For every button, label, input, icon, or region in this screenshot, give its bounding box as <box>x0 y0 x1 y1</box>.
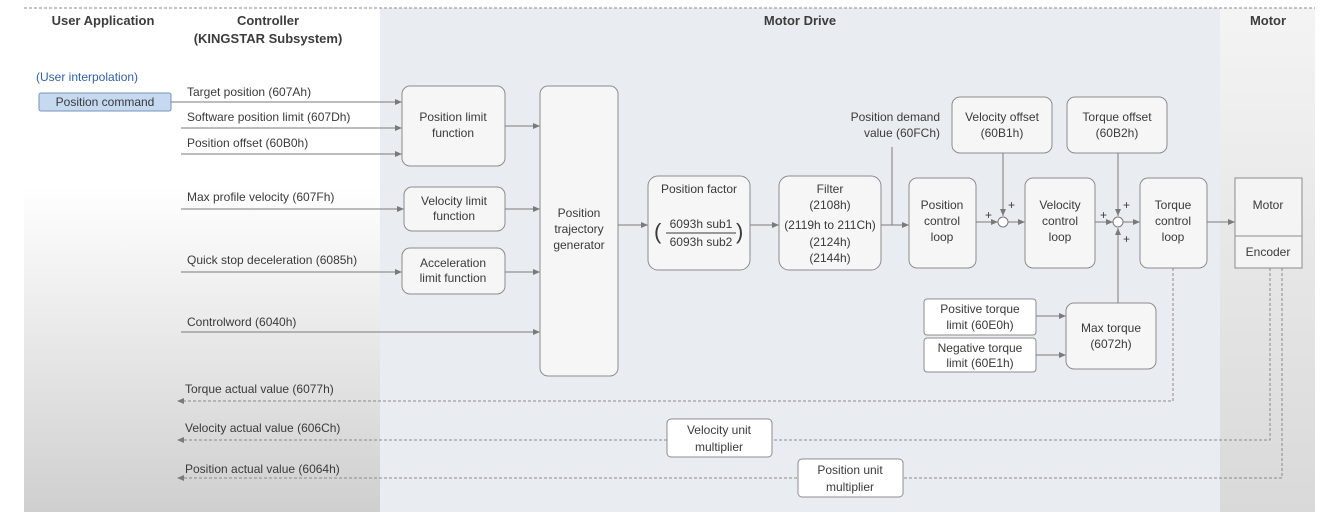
torque-sum-plus-left: + <box>1100 208 1107 222</box>
user-controller-background <box>24 8 380 512</box>
position-control-line1: Position <box>921 198 964 212</box>
filter-line5: (2144h) <box>809 251 850 265</box>
max-torque-line1: Max torque <box>1081 321 1141 335</box>
user-interpolation-note: (User interpolation) <box>36 70 138 84</box>
position-control-line3: loop <box>931 230 954 244</box>
filter-line1: Filter <box>817 182 844 196</box>
velocity-sum-plus-left: + <box>985 208 992 222</box>
max-torque-block <box>1065 302 1157 370</box>
position-actual-label: Position actual value (6064h) <box>185 462 340 476</box>
position-unit-line2: multiplier <box>826 480 874 494</box>
velocity-unit-line1: Velocity unit <box>687 423 752 437</box>
velocity-summing-junction <box>997 216 1009 228</box>
position-factor-close-paren: ) <box>736 219 743 244</box>
velocity-offset-line1: Velocity offset <box>965 110 1039 124</box>
position-control-line2: control <box>924 214 960 228</box>
positive-torque-limit-line2: limit (60E0h) <box>946 318 1013 332</box>
position-demand-line2: value (60FCh) <box>864 126 940 140</box>
filter-line4: (2124h) <box>809 235 850 249</box>
torque-sum-plus-bottom: + <box>1123 232 1130 246</box>
positive-torque-limit-line1: Positive torque <box>940 302 1020 316</box>
position-limit-line2: function <box>432 126 474 140</box>
velocity-limit-line1: Velocity limit <box>421 194 488 208</box>
max-torque-line2: (6072h) <box>1090 337 1131 351</box>
quick-stop-deceleration-label: Quick stop deceleration (6085h) <box>187 253 357 267</box>
section-controller-subtitle: (KINGSTAR Subsystem) <box>194 31 343 46</box>
velocity-control-block <box>1024 177 1096 269</box>
velocity-control-line1: Velocity <box>1039 198 1080 212</box>
position-factor-title: Position factor <box>661 182 737 196</box>
torque-summing-junction <box>1112 216 1124 228</box>
velocity-offset-line2: (60B1h) <box>981 126 1024 140</box>
velocity-control-line3: loop <box>1049 230 1072 244</box>
torque-control-line1: Torque <box>1155 198 1192 212</box>
negative-torque-limit-line1: Negative torque <box>938 341 1023 355</box>
target-position-label: Target position (607Ah) <box>187 85 311 99</box>
section-motor-drive: Motor Drive <box>764 13 836 28</box>
position-factor-block <box>647 175 751 271</box>
torque-feedback-line <box>177 268 1174 404</box>
trajectory-line1: Position <box>558 206 601 220</box>
velocity-unit-multiplier-block <box>666 418 773 458</box>
position-unit-multiplier-block <box>797 458 904 498</box>
position-limit-line1: Position limit <box>419 110 487 124</box>
section-user-application: User Application <box>52 13 155 28</box>
torque-actual-label: Torque actual value (6077h) <box>185 382 334 396</box>
position-command-label: Position command <box>56 95 155 109</box>
controlword-label: Controlword (6040h) <box>187 315 296 329</box>
position-offset-label: Position offset (60B0h) <box>187 136 308 150</box>
velocity-unit-line2: multiplier <box>695 440 743 454</box>
positive-torque-limit-block <box>923 298 1037 336</box>
encoder-label: Encoder <box>1246 245 1291 259</box>
position-demand-line1: Position demand <box>851 110 940 124</box>
section-motor: Motor <box>1250 13 1286 28</box>
torque-offset-line2: (60B2h) <box>1096 126 1139 140</box>
torque-offset-block <box>1066 96 1168 154</box>
filter-block <box>778 175 882 271</box>
position-factor-open-paren: ( <box>654 219 662 244</box>
section-controller: Controller <box>237 13 299 28</box>
negative-torque-limit-line2: limit (60E1h) <box>946 356 1013 370</box>
torque-control-line3: loop <box>1162 230 1185 244</box>
torque-sum-plus-top: + <box>1123 198 1130 212</box>
position-unit-line1: Position unit <box>817 463 883 477</box>
velocity-actual-label: Velocity actual value (606Ch) <box>185 421 340 435</box>
torque-control-line2: control <box>1155 214 1191 228</box>
trajectory-generator-block <box>539 85 619 377</box>
software-position-limit-label: Software position limit (607Dh) <box>187 110 350 124</box>
position-factor-denominator: 6093h sub2 <box>670 235 733 249</box>
filter-line3: (2119h to 211Ch) <box>784 218 876 232</box>
acceleration-limit-line1: Acceleration <box>420 256 486 270</box>
trajectory-line3: generator <box>553 238 604 252</box>
trajectory-line2: trajectory <box>554 222 603 236</box>
velocity-sum-plus-top: + <box>1008 198 1015 212</box>
position-control-block <box>908 177 977 269</box>
torque-offset-line1: Torque offset <box>1082 110 1152 124</box>
acceleration-limit-block <box>401 247 506 295</box>
max-profile-velocity-label: Max profile velocity (607Fh) <box>187 190 334 204</box>
acceleration-limit-line2: limit function <box>420 271 487 285</box>
velocity-control-line2: control <box>1042 214 1078 228</box>
velocity-offset-block <box>951 96 1053 154</box>
filter-line2: (2108h) <box>809 198 850 212</box>
velocity-limit-line2: function <box>433 209 475 223</box>
motor-label: Motor <box>1253 198 1284 212</box>
position-feedback-line <box>177 268 1283 481</box>
position-factor-numerator: 6093h sub1 <box>670 217 733 231</box>
motor-block <box>1234 177 1303 269</box>
velocity-feedback-line <box>177 268 1271 443</box>
